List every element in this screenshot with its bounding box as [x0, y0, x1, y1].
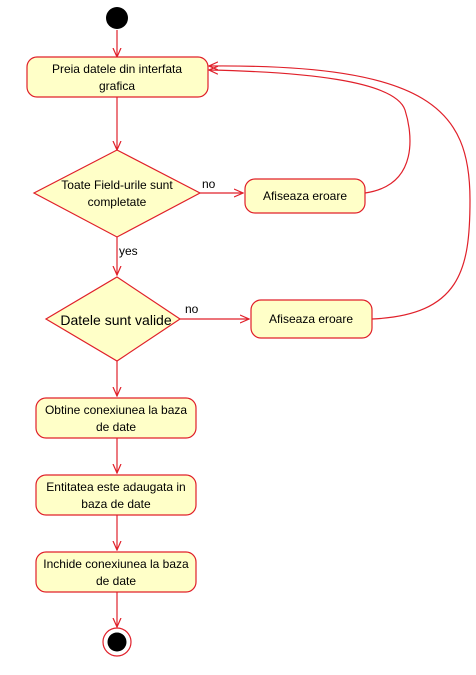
- decision-fields-complete-line2: completate: [88, 195, 147, 209]
- activity-read-data-line2: grafica: [99, 79, 135, 93]
- end-node: [102, 627, 132, 657]
- activity-read-data-line1: Preia datele din interfata: [52, 62, 182, 76]
- activity-add-entity-line2: baza de date: [81, 497, 151, 511]
- guard-yes-1: yes: [119, 244, 138, 258]
- activity-get-connection: Obtine conexiunea la baza de date: [35, 397, 197, 439]
- activity-get-connection-line2: de date: [96, 420, 136, 434]
- activity-error-1: Afiseaza eroare: [244, 178, 366, 214]
- activity-close-connection: Inchide conexiunea la baza de date: [35, 551, 197, 593]
- activity-add-entity: Entitatea este adaugata in baza de date: [35, 474, 197, 516]
- activity-add-entity-line1: Entitatea este adaugata in: [46, 480, 185, 494]
- edge-error2-loop: [209, 66, 471, 320]
- activity-error-2-label: Afiseaza eroare: [269, 312, 353, 326]
- edge-error1-loop: [209, 70, 411, 194]
- activity-error-1-label: Afiseaza eroare: [263, 189, 347, 203]
- decision-data-valid-label: Datele sunt valide: [60, 312, 172, 328]
- decision-fields-complete: Toate Field-urile sunt completate: [32, 149, 202, 238]
- guard-no-1: no: [202, 177, 216, 191]
- decision-data-valid: Datele sunt valide: [44, 276, 182, 362]
- edges: [117, 30, 471, 627]
- activity-close-connection-line1: Inchide conexiunea la baza: [43, 557, 189, 571]
- activity-error-2: Afiseaza eroare: [250, 299, 373, 339]
- decision-fields-complete-line1: Toate Field-urile sunt: [61, 178, 173, 192]
- activity-close-connection-line2: de date: [96, 574, 136, 588]
- guard-no-2: no: [185, 302, 199, 316]
- activity-read-data: Preia datele din interfata grafica: [26, 56, 209, 98]
- start-node: [106, 7, 128, 29]
- activity-get-connection-line1: Obtine conexiunea la baza: [45, 403, 187, 417]
